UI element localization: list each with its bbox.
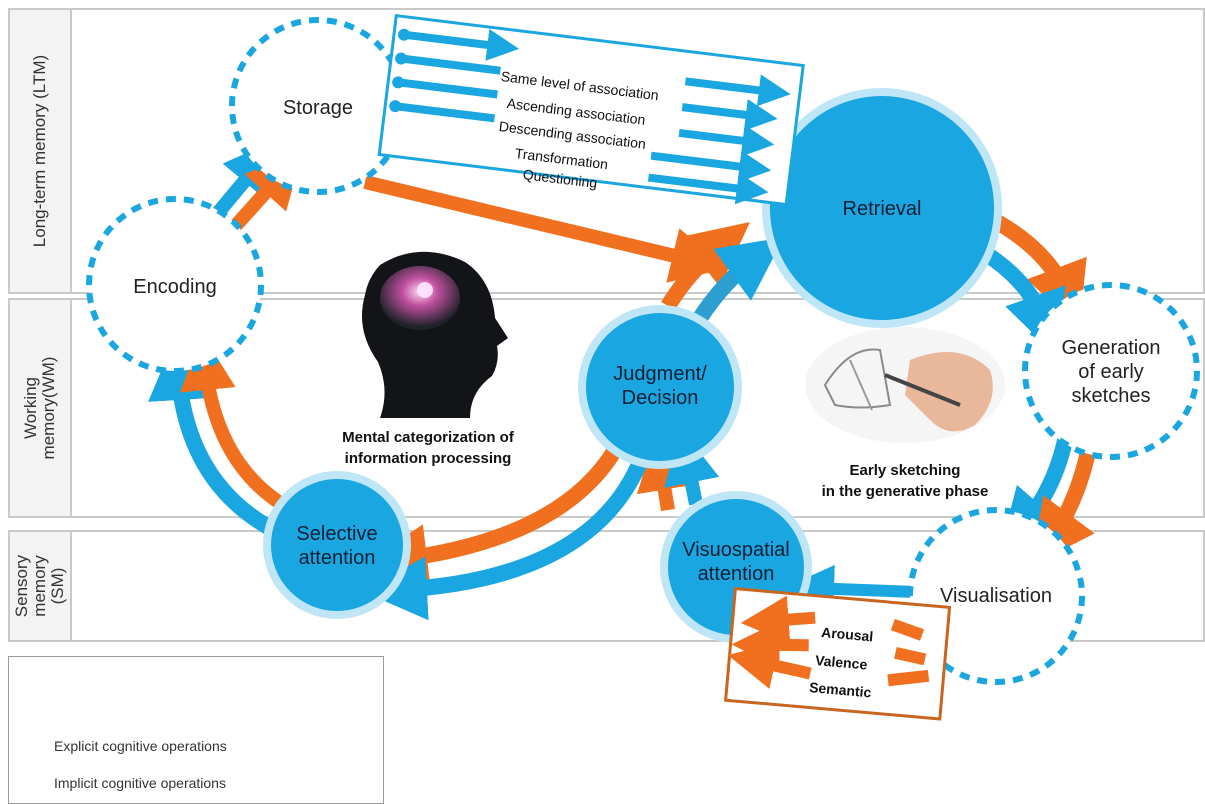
human-head-brain-icon [361, 251, 508, 418]
arrow-selective-encoding-orange [179, 334, 292, 515]
associations-box [377, 13, 805, 207]
visuospatial-label: Visuospatial attention [682, 539, 790, 585]
arrow-judgment-selective-blue [363, 458, 648, 621]
early-sketching-caption: Early sketching in the generative phase [821, 462, 989, 500]
arrow-encoding-storage-orange [224, 151, 303, 237]
legend [8, 656, 384, 804]
arrow-storage-retrieval-orange [363, 175, 728, 283]
visualisation-circle [907, 507, 1085, 685]
retrieval-circle [762, 88, 1002, 328]
legend-explicit-label: Explicit cognitive operations [54, 738, 227, 754]
mental-categorization-caption: Mental categorization of information pro… [342, 429, 514, 467]
ltm-band-label: Long-term memory (LTM) [10, 10, 72, 292]
legend-cognitive-label: Cognitive process [32, 682, 163, 699]
retrieval-label: Retrieval [842, 198, 922, 220]
arrow-selective-encoding-blue [148, 336, 274, 535]
judgment-circle [578, 305, 742, 469]
hand-sketching-icon [805, 327, 1005, 443]
arrow-judgment-selective-orange [363, 445, 622, 588]
affective-box [723, 587, 952, 721]
judgment-label: Judgment/ Decision [613, 363, 707, 409]
wm-band-label: Working memory(WM) [10, 300, 72, 516]
generation-circle [1022, 282, 1200, 460]
sm-band-label: Sensory memory (SM) [10, 532, 72, 640]
encoding-circle [86, 196, 264, 374]
association-arrows-right [647, 74, 791, 205]
storage-label: Storage [282, 97, 354, 119]
arrow-visualisation-visuospatial-blue [786, 564, 916, 613]
legend-implicit-label: Implicit cognitive operations [54, 775, 226, 791]
selective-label: Selective attention [296, 523, 378, 569]
selective-circle [263, 471, 411, 619]
arrow-judgment-retrieval-blue [693, 237, 784, 323]
association-arrows-left [389, 28, 520, 123]
visualisation-label: Visualisation [940, 585, 1052, 607]
arrow-visuospatial-judgment-orange [636, 434, 693, 512]
generation-label: Generation of early sketches [1061, 337, 1161, 407]
encoding-label: Encoding [133, 276, 217, 298]
legend-affective-label: Affective process [216, 682, 342, 699]
